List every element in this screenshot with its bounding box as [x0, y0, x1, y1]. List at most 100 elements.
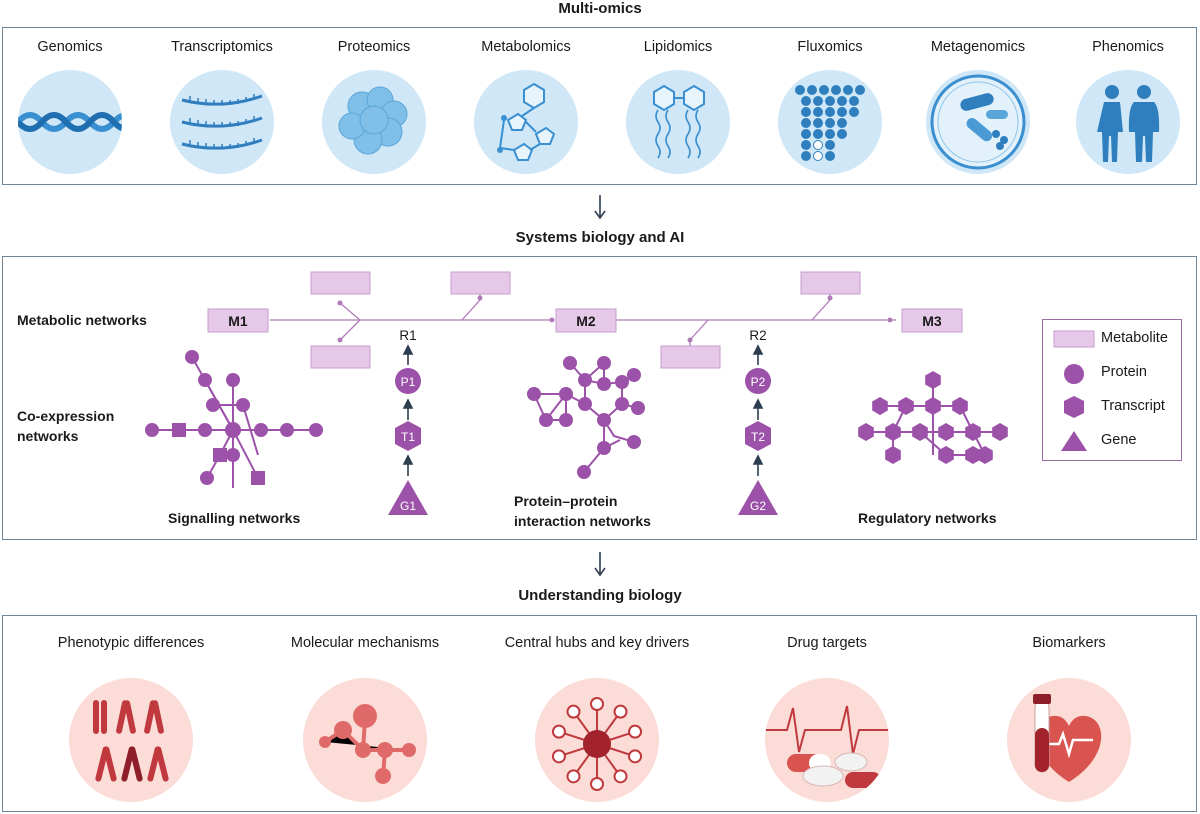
gene-triangle-icon — [1061, 431, 1087, 451]
outcome-phenotypic-differences: Phenotypic differences — [31, 632, 231, 802]
omic-label: Genomics — [37, 39, 103, 55]
metabolite-m1-label: M1 — [228, 313, 248, 329]
omic-label: Metabolomics — [481, 39, 571, 55]
protein-blob-icon — [322, 70, 426, 174]
understanding-biology-title: Understanding biology — [518, 587, 682, 604]
legend-item-protein: Protein — [1053, 360, 1179, 386]
gene-g2-label: G2 — [750, 499, 766, 513]
ppi-network-nodes — [527, 356, 645, 479]
dna-icon — [18, 70, 122, 174]
protein-p2 — [745, 368, 771, 394]
omic-phenomics: Phenomics — [1068, 36, 1188, 174]
metabolite-m3-label: M3 — [922, 313, 942, 329]
regulatory-node — [912, 423, 928, 441]
pills-heartbeat-icon — [765, 678, 889, 802]
omic-label: Phenomics — [1092, 39, 1164, 55]
protein-p1-label: P1 — [401, 375, 416, 389]
regulatory-node — [885, 423, 901, 441]
metabolite-m2 — [555, 308, 617, 333]
outcome-biomarkers: Biomarkers — [969, 632, 1169, 802]
metabolite-m1 — [207, 308, 269, 333]
outcome-molecular-mechanisms: Molecular mechanisms — [265, 632, 465, 802]
omic-label: Transcriptomics — [171, 39, 273, 55]
regulatory-node — [885, 446, 901, 464]
legend-label: Transcript — [1101, 398, 1165, 414]
gene-g1-label: G1 — [400, 499, 416, 513]
protein-p2-label: P2 — [751, 375, 766, 389]
metabolite-m3 — [901, 308, 963, 333]
outcome-label: Biomarkers — [1032, 635, 1106, 651]
omic-lipidomics: Lipidomics — [618, 36, 738, 174]
regulatory-node — [938, 446, 954, 464]
regulatory-node — [898, 397, 914, 415]
legend-label: Protein — [1101, 364, 1147, 380]
regulatory-network-edges — [866, 380, 1000, 456]
regulatory-node — [965, 423, 981, 441]
outcome-label: Molecular mechanisms — [290, 635, 440, 651]
legend-item-gene: Gene — [1053, 428, 1179, 454]
molecule-icon — [303, 678, 427, 802]
omic-proteomics: Proteomics — [314, 36, 434, 174]
legend-item-transcript: Transcript — [1053, 394, 1179, 420]
gene-g2 — [738, 480, 778, 515]
omic-fluxomics: Fluxomics — [770, 36, 890, 174]
legend-item-metabolite: Metabolite — [1053, 326, 1179, 352]
transcript-t2 — [745, 421, 771, 451]
human-figures-icon — [1076, 70, 1180, 174]
protein-circle-icon — [1064, 364, 1084, 384]
protein-p1 — [395, 368, 421, 394]
reaction-r1-label: R1 — [399, 328, 416, 343]
blood-tube-heart-icon — [1007, 678, 1131, 802]
regulatory-node — [858, 423, 874, 441]
omic-label: Fluxomics — [797, 39, 863, 55]
flux-dots-icon — [778, 70, 882, 174]
metabolite-rect-icon — [1053, 330, 1095, 348]
transcript-t1-label: T1 — [401, 430, 415, 444]
outcome-label: Central hubs and key drivers — [504, 635, 690, 651]
gene-g1 — [388, 480, 428, 515]
transcript-t1 — [395, 421, 421, 451]
multi-omics-panel — [2, 27, 1197, 185]
understanding-biology-panel — [2, 615, 1197, 812]
systems-biology-panel — [2, 256, 1197, 540]
multi-omics-title: Multi-omics — [558, 0, 642, 17]
regulatory-node — [977, 446, 993, 464]
signalling-network-nodes — [145, 350, 323, 485]
ppi-networks-label: Protein–protein interaction networks — [514, 493, 651, 529]
systems-biology-title: Systems biology and AI — [515, 229, 685, 246]
network-legend: Metabolite Protein Transcript Gene — [1042, 319, 1182, 461]
legend-label: Metabolite — [1101, 330, 1168, 346]
arrow-down-icon — [594, 195, 606, 220]
omic-label: Lipidomics — [643, 39, 713, 55]
petri-dish-microbes-icon — [926, 70, 1030, 174]
regulatory-node — [952, 397, 968, 415]
omic-transcriptomics: Transcriptomics — [162, 36, 282, 174]
rna-strands-icon — [170, 70, 274, 174]
coexpression-networks-label: Co-expression networks — [17, 408, 115, 444]
omic-genomics: Genomics — [10, 36, 130, 174]
transcript-t2-label: T2 — [751, 430, 765, 444]
arrow-down-icon — [594, 552, 606, 577]
regulatory-networks-label: Regulatory networks — [858, 510, 997, 526]
regulatory-node — [965, 446, 981, 464]
outcome-label: Phenotypic differences — [57, 635, 205, 651]
regulatory-node — [992, 423, 1008, 441]
chromosomes-icon — [69, 678, 193, 802]
outcome-drug-targets: Drug targets — [727, 632, 927, 802]
signalling-networks-label: Signalling networks — [168, 510, 301, 526]
regulatory-node — [925, 397, 941, 415]
metabolic-networks-label: Metabolic networks — [17, 312, 147, 328]
legend-label: Gene — [1101, 432, 1137, 448]
regulatory-node — [872, 397, 888, 415]
omic-metagenomics: Metagenomics — [918, 36, 1038, 174]
regulatory-node — [925, 371, 941, 389]
hub-network-icon — [535, 678, 659, 802]
transcript-hexagon-icon — [1064, 396, 1084, 418]
regulatory-network-nodes — [858, 371, 1008, 464]
outcome-central-hubs: Central hubs and key drivers — [497, 632, 697, 802]
metabolite-molecule-icon — [474, 70, 578, 174]
metabolite-box — [310, 271, 861, 369]
omic-label: Metagenomics — [930, 39, 1026, 55]
outcome-label: Drug targets — [787, 635, 867, 651]
